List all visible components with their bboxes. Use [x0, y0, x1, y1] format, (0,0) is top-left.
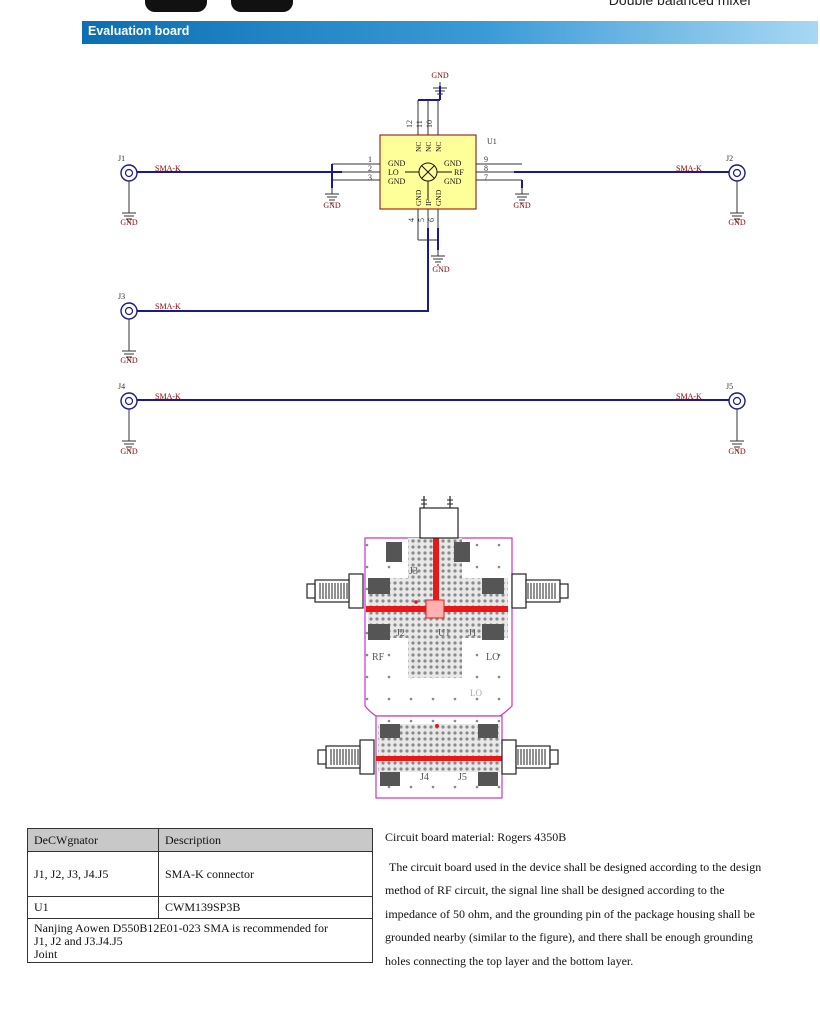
j1-ref: J1 — [118, 154, 125, 163]
table-row: J1, J2, J3, J4.J5 SMA-K connector — [27, 851, 373, 897]
gnd-label-bottom: GND — [432, 265, 450, 274]
paragraph-line: impedance of 50 ohm, and the grounding p… — [385, 906, 755, 921]
table-cell: CWM139SP3B — [158, 896, 373, 919]
j1-gnd: GND — [120, 218, 138, 227]
pcb-label-j5: J5 — [458, 772, 467, 783]
pcb-label-lo2: LO — [470, 688, 482, 698]
gnd-label-left: GND — [323, 201, 341, 210]
board-material: Circuit board material: Rogers 4350B — [385, 830, 567, 844]
table-cell: SMA-K connector — [158, 851, 373, 897]
j5-sma-symbol — [728, 392, 746, 410]
gnd-label-top: GND — [431, 71, 449, 80]
j2-gnd: GND — [728, 218, 746, 227]
evaluation-board-schematic: GND U1 12 11 10 NC NC NC 1 2 3 GND LO GN… — [118, 71, 746, 456]
pin-4-number: 4 — [407, 218, 416, 222]
pcb-label-j2: J2 — [396, 628, 405, 639]
pcb-trace-thru — [376, 756, 502, 761]
paragraph-line: method of RF circuit, the signal line sh… — [385, 883, 725, 897]
table-note-line: Joint — [34, 947, 58, 961]
j3-sma-symbol — [120, 302, 138, 320]
paragraph-line: holes connecting the top layer and the b… — [385, 953, 634, 968]
pin-1-name: GND — [388, 159, 406, 168]
pin-4-name: GND — [414, 189, 423, 206]
pin-6-name: GND — [434, 189, 443, 206]
j5-gnd: GND — [728, 447, 746, 456]
j4-sma-symbol — [120, 392, 138, 410]
j5-sma-label: SMA-K — [676, 392, 702, 401]
pin-2-number: 2 — [368, 164, 372, 173]
j3-sma-label: SMA-K — [155, 302, 181, 311]
gnd-label-right: GND — [513, 201, 531, 210]
pin-9-number: 9 — [484, 155, 488, 164]
pcb-label-j1: J1 — [468, 628, 477, 639]
pin-5-number: 5 — [417, 218, 426, 222]
pcb-trace-if — [433, 538, 439, 606]
pin-9-name: GND — [444, 159, 462, 168]
table-cell: J1, J2, J3, J4.J5 — [27, 851, 159, 897]
table-header-row: DeCWgnator Description — [27, 828, 373, 852]
table-note-line: Nanjing Aowen D550B12E01-023 SMA is reco… — [34, 921, 328, 935]
j4-sma-label: SMA-K — [155, 392, 181, 401]
pin-6-number: 6 — [427, 218, 436, 222]
document-subtitle: Double balanced mixer — [608, 0, 752, 8]
pin-8-name: RF — [454, 168, 464, 177]
pin-7-name: GND — [444, 177, 462, 186]
pin-1-number: 1 — [368, 155, 372, 164]
j5-ref: J5 — [726, 382, 733, 391]
j2-sma-label: SMA-K — [676, 164, 702, 173]
pin-3-name: GND — [388, 177, 406, 186]
j2-sma-symbol — [728, 164, 746, 182]
brand-logo — [145, 0, 305, 12]
table-row: U1 CWM139SP3B — [27, 896, 373, 919]
pcb-label-j4: J4 — [420, 772, 429, 783]
pin-12-number: 12 — [405, 120, 414, 128]
table-note-cell: Nanjing Aowen D550B12E01-023 SMA is reco… — [27, 918, 373, 963]
paragraph-line: The circuit board used in the device sha… — [389, 859, 762, 874]
pin-11-name: NC — [424, 142, 433, 152]
table-note-line: J1, J2 and J3.J4.J5 — [34, 934, 123, 948]
j2-ref: J2 — [726, 154, 733, 163]
section-header: Evaluation board — [82, 21, 818, 44]
j4-gnd: GND — [120, 447, 138, 456]
pin-3-number: 3 — [368, 173, 372, 182]
u1-ref-label: U1 — [487, 137, 497, 146]
pin-11-number: 11 — [415, 120, 424, 128]
j1-sma-label: SMA-K — [155, 164, 181, 173]
table-cell: U1 — [27, 896, 159, 919]
j3-ref: J3 — [118, 292, 125, 301]
pin-10-name: NC — [434, 142, 443, 152]
table-row-note: Nanjing Aowen D550B12E01-023 SMA is reco… — [27, 918, 373, 963]
pcb-label-rf: RF — [372, 652, 385, 663]
pin-12-name: NC — [414, 142, 423, 152]
component-table: DeCWgnator Description J1, J2, J3, J4.J5… — [27, 828, 373, 963]
paragraph-line: grounded nearby (similar to the figure),… — [385, 930, 753, 944]
table-header-designator: DeCWgnator — [27, 828, 159, 852]
j3-gnd: GND — [120, 356, 138, 365]
table-header-description: Description — [158, 828, 373, 852]
j4-ref: J4 — [118, 382, 125, 391]
pin-5-name: IF — [424, 199, 433, 206]
pcb-label-lo: LO — [486, 652, 499, 663]
design-guidance-paragraph: The circuit board used in the device sha… — [385, 856, 805, 974]
section-title: Evaluation board — [88, 24, 190, 38]
board-notes: Circuit board material: Rogers 4350B The… — [385, 826, 805, 973]
pcb-label-j3: J3 — [409, 566, 418, 577]
j1-sma-symbol — [120, 164, 138, 182]
pin-8-number: 8 — [484, 164, 488, 173]
pin-10-number: 10 — [425, 120, 434, 128]
pcb-layout-image: IF J3 J2 U1 J1 RF LO LO J4 J5 — [306, 496, 569, 799]
pcb-label-u1: U1 — [438, 628, 450, 639]
pin-2-name: LO — [388, 168, 399, 177]
pin-7-number: 7 — [484, 173, 488, 182]
pcb-label-if: IF — [392, 543, 402, 555]
